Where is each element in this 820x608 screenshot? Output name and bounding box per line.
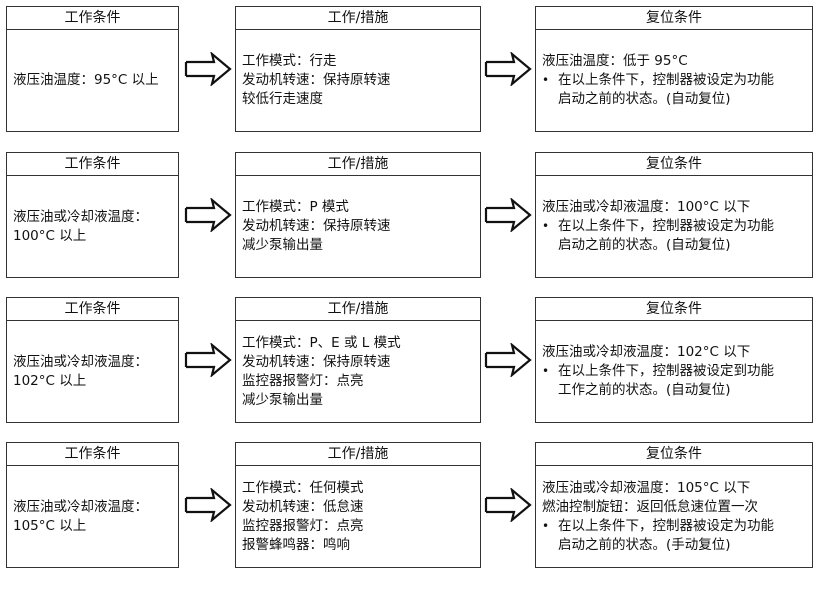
action-box-header: 工作/措施	[236, 7, 480, 30]
action-box-line: 发动机转速：保持原转速	[242, 218, 391, 234]
action-box-line: 监控器报警灯：点亮	[242, 517, 364, 534]
reset-box-bullet-text: 在以上条件下，控制器被设定为功能	[558, 218, 774, 234]
condition-box-line: 105°C 以上	[13, 517, 87, 534]
reset-box-bullet-text: 在以上条件下，控制器被设定为功能	[558, 517, 774, 534]
bullet-icon: •	[542, 518, 550, 533]
action-box-line: 发动机转速：低怠速	[242, 498, 364, 515]
action-box-line: 监控器报警灯：点亮	[242, 372, 364, 389]
stage-row: 工作条件液压油或冷却液温度：102°C 以上工作/措施工作模式：P、E 或 L …	[0, 297, 820, 427]
condition-box-line: 102°C 以上	[13, 372, 87, 389]
condition-box-line: 液压油或冷却液温度：	[13, 208, 148, 225]
condition-box-body: 液压油温度：95°C 以上	[7, 30, 178, 131]
double-arrow-icon	[184, 486, 232, 524]
arrow-wrapper	[484, 50, 532, 88]
reset-box-header: 复位条件	[536, 153, 812, 176]
reset-box: 复位条件液压油或冷却液温度：100°C 以下 • 在以上条件下，控制器被设定为功能启…	[535, 152, 813, 278]
double-arrow-icon	[184, 341, 232, 379]
double-arrow-icon	[484, 341, 532, 379]
condition-box-line: 100°C 以上	[13, 227, 87, 244]
double-arrow-icon	[184, 50, 232, 88]
action-box: 工作/措施工作模式：行走发动机转速：保持原转速较低行走速度	[235, 6, 481, 132]
condition-box-header: 工作条件	[7, 153, 178, 176]
action-box-header: 工作/措施	[236, 298, 480, 321]
action-box-body: 工作模式：P 模式发动机转速：保持原转速减少泵输出量	[236, 176, 480, 277]
action-box: 工作/措施工作模式：P 模式发动机转速：保持原转速减少泵输出量	[235, 152, 481, 278]
reset-box-body: 液压油或冷却液温度：102°C 以下 • 在以上条件下，控制器被设定到功能工作之前的…	[536, 321, 812, 422]
condition-box: 工作条件液压油或冷却液温度： 100°C 以上	[6, 152, 179, 278]
reset-box-header: 复位条件	[536, 7, 812, 30]
reset-box-bullet-item: • 在以上条件下，控制器被设定到功能	[542, 362, 806, 381]
reset-box-bullet-continuation: 启动之前的状态。(自动复位)	[558, 91, 731, 107]
bullet-icon: •	[542, 219, 550, 233]
condition-box-header: 工作条件	[7, 7, 178, 30]
reset-box-bullet-continuation: 启动之前的状态。(手动复位)	[558, 536, 731, 553]
stage-row: 工作条件液压油或冷却液温度：105°C 以上工作/措施工作模式：任何模式发动机转…	[0, 442, 820, 572]
action-box: 工作/措施工作模式：任何模式发动机转速：低怠速监控器报警灯：点亮报警蜂鸣器：鸣响	[235, 442, 481, 568]
action-box-line: 工作模式：行走	[242, 53, 337, 69]
reset-box-bullet-item: • 在以上条件下，控制器被设定为功能	[542, 517, 806, 536]
action-box-line: 报警蜂鸣器：鸣响	[242, 536, 350, 553]
arrow-wrapper	[184, 341, 232, 379]
action-box-line: 工作模式：任何模式	[242, 479, 364, 496]
arrow-wrapper	[184, 50, 232, 88]
action-box-body: 工作模式：任何模式发动机转速：低怠速监控器报警灯：点亮报警蜂鸣器：鸣响	[236, 466, 480, 567]
reset-box-body: 液压油或冷却液温度：105°C 以下燃油控制旋钮：返回低怠速位置一次 • 在以上条件…	[536, 466, 812, 567]
double-arrow-icon	[484, 50, 532, 88]
action-box-header: 工作/措施	[236, 443, 480, 466]
condition-box: 工作条件液压油或冷却液温度： 102°C 以上	[6, 297, 179, 423]
action-box-line: 发动机转速：保持原转速	[242, 353, 391, 370]
arrow-wrapper	[484, 341, 532, 379]
bullet-icon: •	[542, 73, 550, 87]
condition-box: 工作条件液压油或冷却液温度： 105°C 以上	[6, 442, 179, 568]
reset-box-line: 燃油控制旋钮：返回低怠速位置一次	[542, 498, 758, 515]
action-box: 工作/措施工作模式：P、E 或 L 模式发动机转速：保持原转速监控器报警灯：点亮…	[235, 297, 481, 423]
reset-box-header: 复位条件	[536, 298, 812, 321]
reset-box-line: 液压油或冷却液温度：105°C 以下	[542, 479, 751, 496]
action-box-line: 发动机转速：保持原转速	[242, 72, 391, 88]
condition-box-body: 液压油或冷却液温度： 105°C 以上	[7, 466, 178, 567]
condition-box-line: 液压油或冷却液温度：	[13, 498, 148, 515]
reset-box-line: 液压油或冷却液温度：100°C 以下	[542, 199, 751, 215]
reset-box: 复位条件液压油或冷却液温度：105°C 以下燃油控制旋钮：返回低怠速位置一次 • 在…	[535, 442, 813, 568]
reset-box-body: 液压油或冷却液温度：100°C 以下 • 在以上条件下，控制器被设定为功能启动之前的…	[536, 176, 812, 277]
condition-box-body: 液压油或冷却液温度： 102°C 以上	[7, 321, 178, 422]
action-box-line: 工作模式：P、E 或 L 模式	[242, 334, 401, 351]
condition-box-header: 工作条件	[7, 298, 178, 321]
condition-box-body: 液压油或冷却液温度： 100°C 以上	[7, 176, 178, 277]
bullet-icon: •	[542, 364, 550, 378]
reset-box-bullet-continuation: 工作之前的状态。(自动复位)	[558, 382, 731, 398]
arrow-wrapper	[184, 486, 232, 524]
action-box-line: 减少泵输出量	[242, 391, 323, 408]
arrow-wrapper	[484, 196, 532, 234]
reset-box-line: 液压油或冷却液温度：102°C 以下	[542, 344, 751, 360]
double-arrow-icon	[184, 196, 232, 234]
reset-box-line: 液压油温度：低于 95°C	[542, 53, 688, 69]
reset-box-body: 液压油温度：低于 95°C • 在以上条件下，控制器被设定为功能启动之前的状态。(自…	[536, 30, 812, 131]
action-box-line: 较低行走速度	[242, 91, 323, 107]
reset-box-bullet-item: • 在以上条件下，控制器被设定为功能	[542, 217, 806, 236]
reset-box-header: 复位条件	[536, 443, 812, 466]
action-box-body: 工作模式：P、E 或 L 模式发动机转速：保持原转速监控器报警灯：点亮减少泵输出…	[236, 321, 480, 422]
action-box-body: 工作模式：行走发动机转速：保持原转速较低行走速度	[236, 30, 480, 131]
reset-box-bullet-text: 在以上条件下，控制器被设定为功能	[558, 72, 774, 88]
reset-box-bullet-item: • 在以上条件下，控制器被设定为功能	[542, 71, 806, 90]
stage-row: 工作条件液压油或冷却液温度： 100°C 以上 工作/措施工作模式：P 模式发动机转…	[0, 152, 820, 282]
arrow-wrapper	[484, 486, 532, 524]
stage-row: 工作条件液压油温度：95°C 以上工作/措施工作模式：行走发动机转速：保持原转速…	[0, 6, 820, 136]
double-arrow-icon	[484, 486, 532, 524]
condition-box-line: 液压油温度：95°C 以上	[13, 72, 159, 88]
double-arrow-icon	[484, 196, 532, 234]
reset-box: 复位条件液压油温度：低于 95°C • 在以上条件下，控制器被设定为功能启动之前的状…	[535, 6, 813, 132]
action-box-line: 减少泵输出量	[242, 237, 323, 253]
action-box-line: 工作模式：P 模式	[242, 199, 349, 215]
reset-box-bullet-text: 在以上条件下，控制器被设定到功能	[558, 363, 774, 379]
reset-box: 复位条件液压油或冷却液温度：102°C 以下 • 在以上条件下，控制器被设定到功能工…	[535, 297, 813, 423]
condition-box-header: 工作条件	[7, 443, 178, 466]
action-box-header: 工作/措施	[236, 153, 480, 176]
condition-box: 工作条件液压油温度：95°C 以上	[6, 6, 179, 132]
reset-box-bullet-continuation: 启动之前的状态。(自动复位)	[558, 237, 731, 253]
condition-box-line: 液压油或冷却液温度：	[13, 353, 148, 370]
arrow-wrapper	[184, 196, 232, 234]
